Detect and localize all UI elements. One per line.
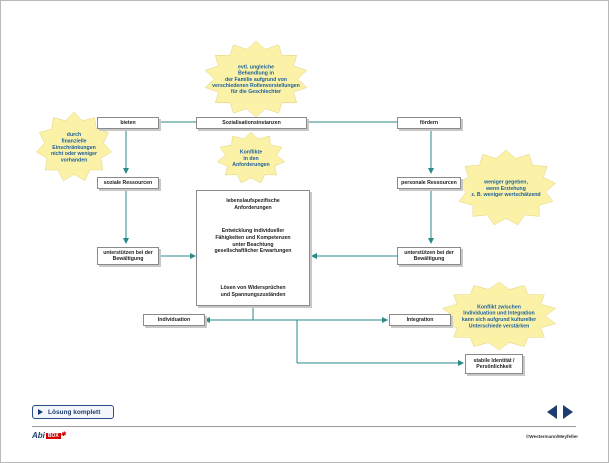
starburst-right xyxy=(455,149,557,226)
center-bottom-line1: Lösen von Widersprüchen xyxy=(220,285,286,291)
starburst-top-text: für die Geschlechter xyxy=(231,89,281,95)
starburst-left xyxy=(36,111,112,181)
starburst-right-text: z. B. weniger wertschätzend xyxy=(471,192,540,198)
identity-line2: Persönlichkeit xyxy=(476,364,512,370)
starburst-top-text: der Familie aufgrund von xyxy=(225,77,287,83)
starburst-bottom-right-text: Konflikt zwischen xyxy=(477,304,521,310)
starburst-top-text: Behandlung in xyxy=(238,71,274,77)
starburst-bottom-right-text: Unterschiede verstärken xyxy=(469,323,530,329)
center-title-line1: lebenslaufspezifische xyxy=(226,198,280,204)
logo-box: BOX xyxy=(45,432,61,439)
center-middle-line1: Entwicklung individueller xyxy=(221,228,285,234)
previous-arrow-icon[interactable] xyxy=(547,405,557,419)
center-title-line2: Anforderungen xyxy=(234,204,272,211)
identity-line1: stabile Identität / xyxy=(473,357,515,364)
play-icon xyxy=(38,409,43,415)
box-foerdern: fördern xyxy=(397,117,461,129)
starburst-top-text: verschiedenen Rollenvorstellungen xyxy=(212,83,300,89)
starburst-center-text: Konflikte xyxy=(240,150,262,156)
starburst-left-text: Einschränkungen xyxy=(52,145,96,151)
box-personale-ressourcen: personale Ressourcen xyxy=(397,177,461,189)
starburst-top-text: evtl. ungleiche xyxy=(238,64,274,70)
box-unterstuetzen-right-line1: unterstützen bei der xyxy=(404,249,454,256)
copyright-credit: ©Westermann/Meyfeller xyxy=(525,434,578,439)
starburst-center xyxy=(216,131,286,184)
box-unterstuetzen-left: unterstützen bei der Bewältigung xyxy=(97,247,159,265)
starburst-bottom-right-text: kann sich aufgrund kultureller xyxy=(462,317,536,323)
starburst-center-text: in den xyxy=(243,156,258,162)
box-center-anforderungen: lebenslaufspezifische Anforderungen Entw… xyxy=(196,190,310,306)
box-soziale-ressourcen: soziale Ressourcen xyxy=(97,177,159,189)
box-stabile-identitaet: stabile Identität / Persönlichkeit xyxy=(465,354,523,374)
starburst-left-text: nicht oder weniger xyxy=(51,151,97,157)
center-bottom-line2: und Spannungszuständen xyxy=(220,291,286,298)
solution-complete-label: Lösung komplett xyxy=(48,408,101,416)
center-bottom: Lösen von Widersprüchen und Spannungszus… xyxy=(201,285,305,299)
starburst-right-text: wenn Erziehung xyxy=(485,186,526,192)
box-unterstuetzen-left-line2: Bewältigung xyxy=(112,256,144,262)
starburst-bottom-right-text: Individuation und Integration xyxy=(463,311,534,317)
box-individuation: Individuation xyxy=(143,314,205,326)
box-sozialisationsinstanzen: Sozialisationsinstanzen xyxy=(196,117,307,129)
center-title: lebenslaufspezifische Anforderungen xyxy=(201,198,305,212)
center-middle-line3: unter Beachtung xyxy=(232,241,274,248)
center-middle: Entwicklung individueller Fähigkeiten un… xyxy=(201,228,305,255)
box-unterstuetzen-right-line2: Bewältigung xyxy=(413,256,445,262)
footer-divider xyxy=(32,426,576,427)
center-middle-line4: gesellschaftlicher Erwartungen xyxy=(214,248,292,255)
box-unterstuetzen-right: unterstützen bei der Bewältigung xyxy=(397,247,461,265)
next-arrow-icon[interactable] xyxy=(563,405,573,419)
starburst-left-text: vorhanden xyxy=(61,157,88,163)
box-bieten: bieten xyxy=(97,117,159,129)
starburst-left-text: finanzielle xyxy=(61,139,86,145)
starburst-right-text: weniger gegeben, xyxy=(483,180,528,186)
connectors xyxy=(123,121,464,366)
starburst-bottom-right xyxy=(441,281,557,351)
box-integration: Integration xyxy=(389,314,451,326)
box-unterstuetzen-left-line1: unterstützen bei der xyxy=(103,249,153,256)
logo-star-icon: ✱ xyxy=(60,432,66,438)
starburst-left-text: durch xyxy=(67,132,81,138)
starburst-center-text: Anforderungen xyxy=(232,162,269,168)
center-middle-line2: Fähigkeiten und Kompetenzen xyxy=(215,234,291,241)
logo-text: Abi xyxy=(32,431,45,440)
solution-complete-button[interactable]: Lösung komplett xyxy=(32,405,114,419)
